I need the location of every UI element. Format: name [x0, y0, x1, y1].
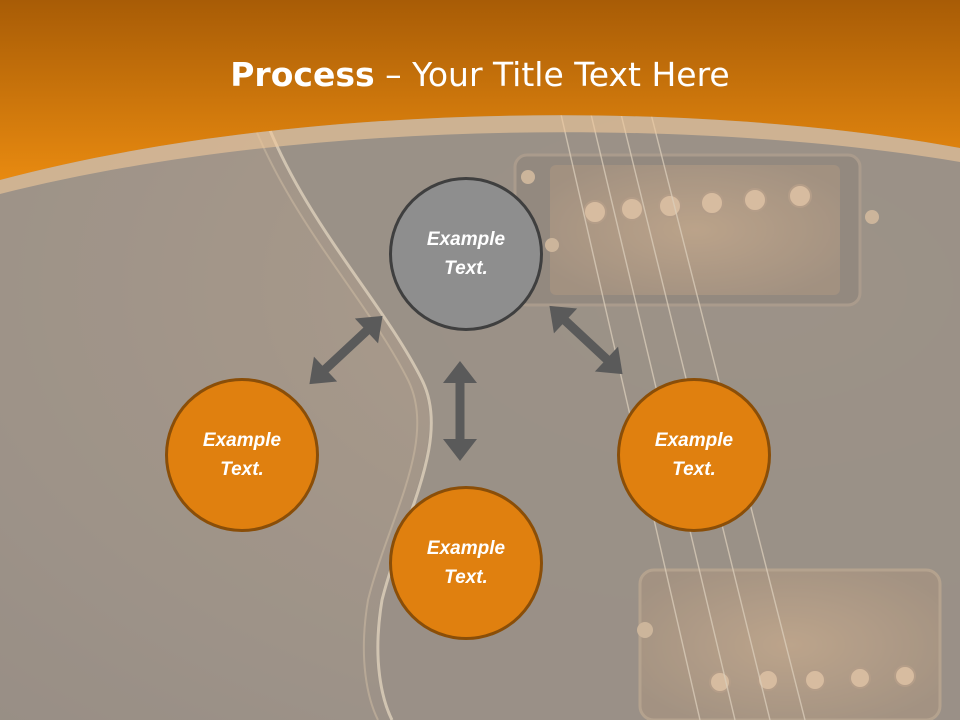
slide-title: Process – Your Title Text Here — [0, 52, 960, 98]
node-left-label: Example Text. — [202, 430, 282, 480]
title-bold: Process — [230, 55, 375, 94]
header-band — [0, 0, 960, 180]
node-top[interactable]: Example Text. — [389, 177, 543, 331]
node-bottom[interactable]: Example Text. — [389, 486, 543, 640]
node-left[interactable]: Example Text. — [165, 378, 319, 532]
node-right-label: Example Text. — [654, 430, 734, 480]
title-rest: – Your Title Text Here — [374, 55, 730, 94]
node-right[interactable]: Example Text. — [617, 378, 771, 532]
node-bottom-label: Example Text. — [426, 538, 506, 588]
node-top-label: Example Text. — [426, 229, 506, 279]
header-curve-highlight — [0, 115, 960, 194]
